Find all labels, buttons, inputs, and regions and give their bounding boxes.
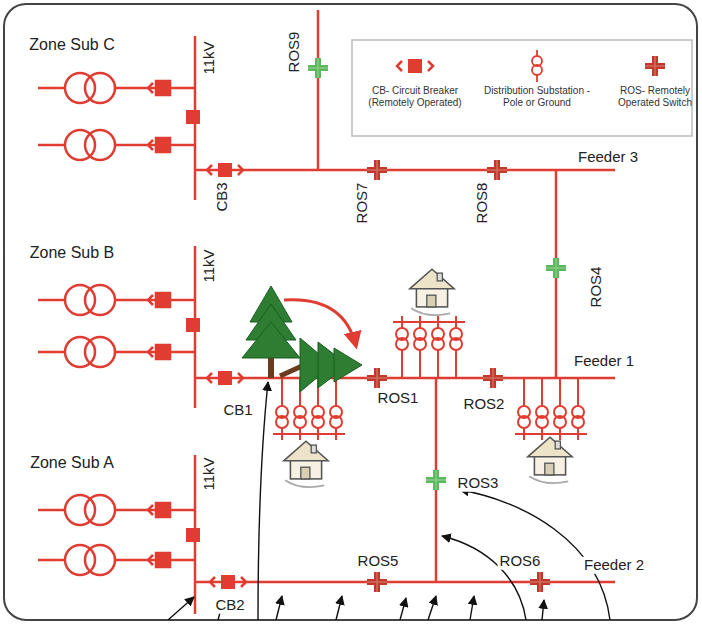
switch-label: ROS6 [498,553,543,570]
zone-sub-a [38,545,195,575]
substations [533,378,551,440]
switches [530,572,550,592]
substation-name: Zone Sub A [28,454,116,472]
lightning-arrows [400,598,406,620]
tree-fallen [334,348,362,382]
zone-sub-a [186,528,200,542]
lightning-arrows [470,596,474,620]
switches [367,368,387,388]
lightning-arrows [442,536,526,620]
switches [546,258,566,278]
voltage-label: 11kV [201,455,218,492]
lightning-arrows [258,382,268,620]
substations [429,316,447,378]
lightning-arrows [460,490,610,620]
zone-sub-c [186,110,200,124]
feeder-lines [317,10,320,170]
zone-sub-b [38,337,195,367]
lightning-arrows [336,596,342,620]
switches [308,58,328,78]
substations [411,316,429,378]
switches [426,470,446,490]
zone-sub-a [38,455,200,614]
zone-sub-c [38,36,200,200]
switch-label: ROS1 [376,390,421,407]
substations [551,378,569,440]
feeder-label: Feeder 2 [582,557,646,574]
substations [569,378,587,440]
substations [273,316,587,440]
lightning-arrows [276,596,282,620]
switch-label: ROS5 [356,553,401,570]
switch-label: ROS2 [462,396,507,413]
switches [367,572,387,592]
fall-arrow [284,300,356,346]
breaker-label: CB1 [221,402,254,419]
zone-sub-b [38,246,200,408]
houses [410,269,454,315]
substations [273,378,587,440]
cb3-breaker [207,163,243,177]
feeder-lines [195,10,615,582]
cb1-breaker [207,371,243,385]
houses [528,437,572,483]
zone-sub-c [38,73,195,103]
switch-label: ROS3 [456,475,501,492]
substation-symbol [532,50,542,82]
breaker-label: CB3 [214,180,231,213]
feeder-label: Feeder 1 [572,353,636,370]
substation-name: Zone Sub B [28,244,117,262]
zone-sub-b [38,285,195,315]
substation-name: Zone Sub C [27,36,116,54]
substation-symbol [536,75,538,82]
cb2-breaker [210,575,246,589]
substations [447,316,465,378]
switch-label: ROS8 [474,181,491,226]
lightning-arrows [428,596,436,620]
switches [483,368,503,388]
zone-sub-c [38,130,195,160]
voltage-label: 11kV [201,39,218,76]
voltage-label: 11kV [201,247,218,284]
cb-symbol [397,59,433,73]
tree-fallen [280,338,362,392]
feeder-lines [195,377,615,380]
houses [284,441,328,487]
legend-text: ROS- Remotely Operated Switch [601,85,702,108]
substations [393,316,411,378]
switches [367,160,387,180]
lightning-arrows [168,382,610,620]
switch-label: ROS7 [354,181,371,226]
switches [487,160,507,180]
switch-label: ROS9 [286,30,303,75]
houses [284,269,572,487]
substations [515,378,533,440]
feeder-lines [195,169,615,172]
breaker-label: CB2 [213,597,246,614]
substations [273,378,291,440]
feeder-label: Feeder 3 [576,149,640,166]
substation-symbol [532,65,542,75]
ros-symbol [645,56,665,76]
tree-standing [242,322,300,358]
substations [327,378,345,440]
frame-border [4,4,697,620]
substation-symbol [536,50,538,56]
zone-sub-b [186,318,200,332]
legend-text: CB- Circuit Breaker (Remotely Operated) [361,85,469,108]
switch-label: ROS4 [588,265,605,310]
tree-fallen [280,366,302,376]
lightning-arrows [168,597,194,620]
legend-text: Distribution Substation - Pole or Ground [483,85,591,108]
lightning-arrows [542,600,544,620]
zone-sub-a [38,495,195,525]
